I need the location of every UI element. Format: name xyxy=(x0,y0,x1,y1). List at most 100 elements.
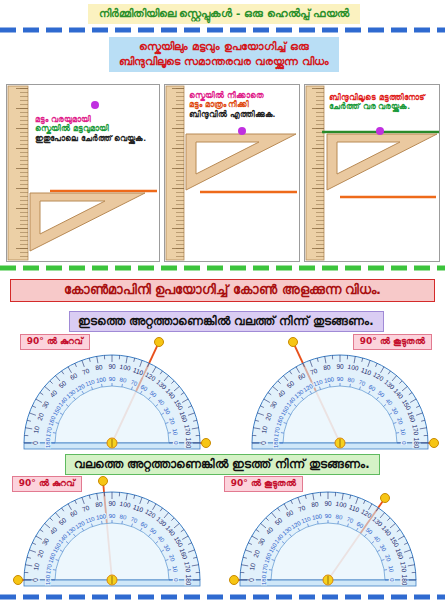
protractor-outline xyxy=(24,492,200,580)
protractor-outline xyxy=(241,565,248,566)
protractor-outline xyxy=(421,420,425,421)
page-title: നിർമ്മിതിയിലെ സ്റ്റെപ്പുകൾ - ഒരു ഹെൽപ്പ്… xyxy=(88,4,360,24)
protractor-outline xyxy=(276,550,279,552)
protractor-outline xyxy=(149,534,151,536)
protractor-outline xyxy=(303,363,305,367)
protractor-outline xyxy=(369,504,373,510)
protractor-outline xyxy=(52,443,55,444)
protractor-outline xyxy=(73,397,75,399)
protractor-outline xyxy=(240,492,416,580)
protractor-outline xyxy=(280,383,400,443)
protractor-outline xyxy=(156,541,158,543)
protractor-outline xyxy=(332,355,333,359)
step-text: സ്കെയിൽ നീക്കാതെ xyxy=(189,91,297,100)
protractor-outline xyxy=(147,363,149,367)
protractor-outline xyxy=(296,367,300,373)
pin-ball xyxy=(155,338,164,347)
protractor-outline xyxy=(356,497,358,504)
scale-number: 170 xyxy=(183,424,191,436)
protractor-outline xyxy=(271,523,385,580)
protractor-outline xyxy=(50,518,53,521)
scale-number: 0 xyxy=(389,578,395,582)
protractor-outline xyxy=(97,493,98,500)
scale-number: 0 xyxy=(33,441,40,445)
step-text: ബിന്ദുവിൽ എത്തിക്കുക. xyxy=(189,110,297,119)
protractor-outline xyxy=(73,534,75,536)
protractor-outline xyxy=(131,524,132,527)
protractor-outline xyxy=(397,443,400,444)
protractor-outline xyxy=(248,543,252,545)
protractor-outline xyxy=(377,550,380,552)
scale-number: 170 xyxy=(399,561,407,573)
protractor-outline xyxy=(282,541,284,543)
angle-tag: 90° ൽ കൂടുതൽ xyxy=(224,476,303,492)
protractor-outline xyxy=(252,355,428,443)
protractor-outline xyxy=(388,371,390,374)
protractor-outline xyxy=(192,565,199,566)
protractor-outline xyxy=(421,443,428,444)
protractor-outline xyxy=(420,428,427,429)
angle-tag: 90° ൽ കുറവ് xyxy=(20,334,90,350)
protractor-outline xyxy=(27,420,31,421)
dashed-divider xyxy=(0,595,445,600)
protractor-outline xyxy=(284,504,288,510)
protractor-outline xyxy=(368,360,370,367)
protractor-outline xyxy=(362,358,363,362)
protractor-outline xyxy=(140,360,142,367)
protractor-outline xyxy=(252,443,259,444)
protractor-outline xyxy=(390,523,395,527)
protractor-outline xyxy=(283,376,287,381)
protractor-outline xyxy=(268,393,271,395)
scale-number: 90 xyxy=(108,501,116,508)
protractor-outline xyxy=(121,384,123,387)
protractor-outline xyxy=(261,523,266,527)
protractor-outline xyxy=(260,406,264,408)
protractor-outline xyxy=(53,432,56,434)
protractor-outline xyxy=(416,413,423,415)
protractor-outline xyxy=(75,363,77,367)
protractor-outline xyxy=(196,435,200,436)
protractor-outline xyxy=(240,580,247,581)
pin-ball xyxy=(381,494,390,503)
tag-text: 90° ൽ കുറവ് xyxy=(26,336,84,348)
protractor-outline xyxy=(335,438,345,448)
protractor-outline xyxy=(193,557,197,558)
protractor-outline xyxy=(409,580,416,581)
protractor-outline xyxy=(147,500,149,504)
protractor-outline xyxy=(56,422,59,423)
protractor-outline xyxy=(377,397,379,399)
protractor-outline xyxy=(29,413,36,415)
protractor-outline xyxy=(169,443,172,444)
protractor-outline xyxy=(119,355,120,359)
protractor-outline xyxy=(25,565,32,566)
protractor-outline xyxy=(104,355,105,359)
ruler xyxy=(176,88,184,258)
protractor-outline xyxy=(347,524,348,527)
protractor-outline xyxy=(398,536,404,540)
dashed-divider xyxy=(0,266,445,271)
protractor-outline xyxy=(193,580,200,581)
protractor-outline xyxy=(53,569,56,571)
protractor-outline xyxy=(397,530,400,532)
section-banner: കോൺമാപിനി ഉപയോഗിച്ച് കോൺ അളക്കുന്ന വിധം. xyxy=(10,279,435,302)
protractor-outline xyxy=(240,492,416,580)
protractor-outline xyxy=(408,565,415,566)
protractor-outline xyxy=(252,435,256,436)
protractor-outline xyxy=(307,524,308,527)
protractor-outline xyxy=(24,443,31,444)
dashed-divider xyxy=(0,28,445,33)
protractor-outline xyxy=(188,543,192,545)
scale-number: 180 xyxy=(261,575,267,586)
protractor-outline xyxy=(320,492,321,496)
protractor-outline xyxy=(112,439,113,447)
protractor-outline xyxy=(89,495,90,499)
scale-number: 90 xyxy=(108,513,115,519)
protractor-outline xyxy=(268,520,388,580)
protractor-outline xyxy=(329,384,331,387)
protractor-outline xyxy=(266,518,269,521)
protractor-outline xyxy=(75,500,77,504)
protractor-outline xyxy=(160,508,162,511)
step-text: മട്ടം മാത്രം നീക്കി xyxy=(189,100,297,109)
protractor-outline xyxy=(384,569,387,571)
scale-number: 180 xyxy=(185,574,192,585)
